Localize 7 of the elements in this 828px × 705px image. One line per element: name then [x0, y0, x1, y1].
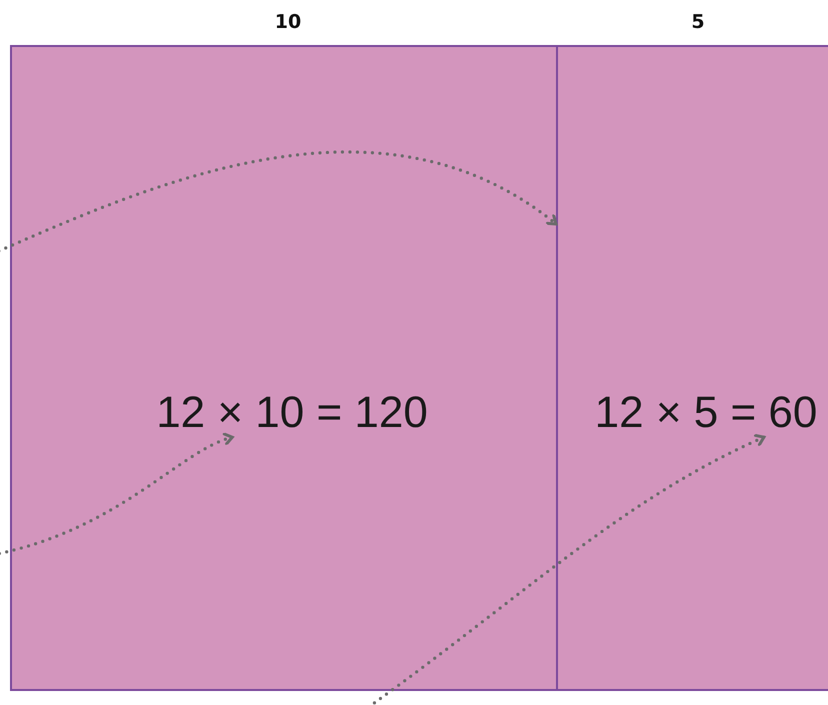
rect-panel: [556, 45, 828, 691]
equation-text: 12 × 5 = 60: [594, 388, 818, 438]
dotted-arrow: [0, 433, 234, 557]
equation-text: 12 × 10 = 120: [156, 388, 428, 438]
dimension-label: 10: [274, 11, 302, 33]
dimension-label: 5: [690, 11, 706, 33]
rect-panel: [10, 45, 558, 691]
